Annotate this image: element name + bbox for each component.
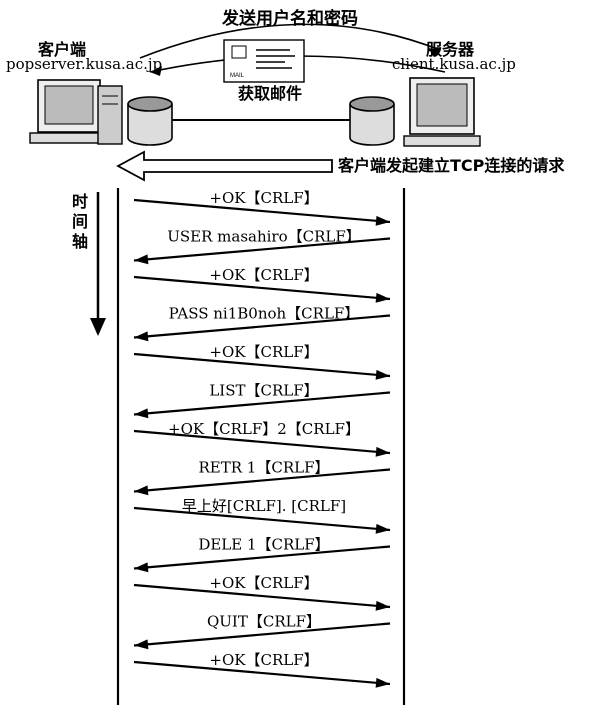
message-arrowhead	[375, 369, 390, 380]
message-line	[133, 622, 391, 647]
message-line	[133, 506, 391, 532]
tcp-request-arrow	[116, 150, 333, 182]
time-axis-char: 间	[72, 212, 89, 231]
time-axis-arrowhead	[90, 318, 106, 336]
message-line	[133, 468, 391, 493]
message-arrow: +OK【CRLF】	[133, 343, 391, 380]
message-line	[133, 352, 391, 378]
message-arrow: QUIT【CRLF】	[133, 613, 391, 650]
message-arrowhead	[134, 408, 149, 419]
message-label: QUIT【CRLF】	[207, 613, 321, 631]
message-arrow: PASS ni1B0noh【CRLF】	[133, 305, 391, 342]
time-axis-char: 时	[72, 192, 89, 211]
server-title: 服务器	[426, 40, 475, 59]
message-arrow: +OK【CRLF】	[133, 651, 391, 688]
message-arrow: DELE 1【CRLF】	[133, 536, 391, 573]
message-arrowhead	[134, 485, 149, 496]
message-label: USER masahiro【CRLF】	[167, 228, 361, 246]
message-arrowhead	[375, 677, 390, 688]
message-line	[133, 660, 391, 686]
message-line	[133, 237, 391, 262]
send-credentials-label: 发送用户名和密码	[222, 9, 358, 29]
message-arrowhead	[134, 639, 149, 650]
message-arrow: +OK【CRLF】	[133, 266, 391, 303]
message-line	[133, 198, 391, 224]
message-arrow: RETR 1【CRLF】	[133, 459, 391, 496]
network-illustration: MAIL	[29, 23, 481, 182]
message-arrow: +OK【CRLF】	[133, 574, 391, 611]
message-label: LIST【CRLF】	[209, 382, 318, 400]
message-line	[133, 583, 391, 609]
server-database-icon	[349, 96, 395, 146]
client-title: 客户端	[38, 40, 87, 59]
message-label: +OK【CRLF】	[209, 189, 318, 207]
message-arrow: +OK【CRLF】	[133, 189, 391, 226]
message-line	[133, 275, 391, 301]
time-axis-char: 轴	[72, 232, 89, 251]
message-arrowhead	[134, 331, 149, 342]
message-label: +OK【CRLF】	[209, 651, 318, 669]
client-database-icon	[127, 96, 173, 146]
mail-icon: MAIL	[223, 39, 305, 83]
message-label: +OK【CRLF】	[209, 266, 318, 284]
send-credentials-arrow	[139, 23, 441, 59]
time-axis-label: 时 间 轴	[72, 192, 90, 252]
message-arrow: USER masahiro【CRLF】	[133, 228, 391, 265]
message-arrowhead	[375, 446, 390, 457]
mail-icon-text: MAIL	[230, 73, 245, 79]
message-arrow: +OK【CRLF】2【CRLF】	[133, 420, 391, 457]
message-arrowhead	[134, 562, 149, 573]
message-line	[133, 545, 391, 570]
client-host: popserver.kusa.ac.jp	[6, 55, 163, 73]
message-arrowhead	[134, 254, 149, 265]
message-label: +OK【CRLF】2【CRLF】	[168, 420, 360, 438]
fetch-mail-label: 获取邮件	[238, 84, 303, 103]
message-arrows: +OK【CRLF】 USER masahiro【CRLF】 +OK【CRLF】 PAS…	[133, 189, 391, 688]
message-label: RETR 1【CRLF】	[199, 459, 330, 477]
message-arrowhead	[375, 215, 390, 226]
message-label: +OK【CRLF】	[209, 343, 318, 361]
message-arrowhead	[375, 600, 390, 611]
client-computer-icon	[29, 79, 123, 145]
message-label: PASS ni1B0noh【CRLF】	[169, 305, 360, 323]
message-label: 早上好[CRLF]. [CRLF]	[182, 497, 346, 515]
message-arrowhead	[375, 523, 390, 534]
message-label: DELE 1【CRLF】	[198, 536, 329, 554]
message-line	[133, 314, 391, 339]
tcp-request-label: 客户端发起建立TCP连接的请求	[338, 156, 565, 175]
message-label: +OK【CRLF】	[209, 574, 318, 592]
server-host: client.kusa.ac.jp	[392, 55, 516, 73]
message-arrow: 早上好[CRLF]. [CRLF]	[133, 497, 391, 534]
message-arrowhead	[375, 292, 390, 303]
message-line	[133, 429, 391, 455]
message-line	[133, 391, 391, 416]
server-computer-icon	[403, 77, 481, 147]
message-arrow: LIST【CRLF】	[133, 382, 391, 419]
